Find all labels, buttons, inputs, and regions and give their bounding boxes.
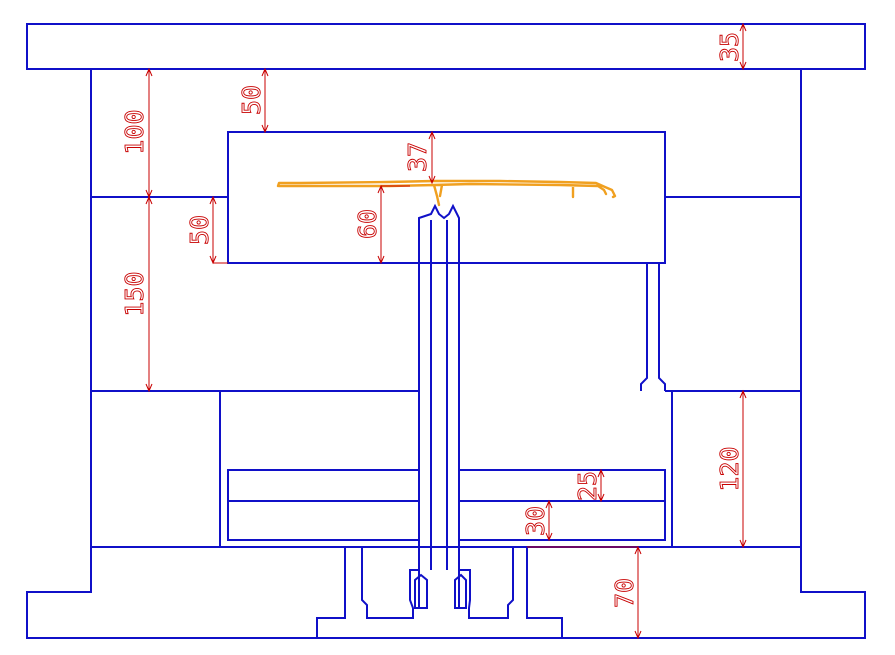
dim-arrow bbox=[428, 130, 436, 185]
sprue-bushing-outer bbox=[418, 203, 460, 608]
dim-label-insert-step: 50 bbox=[185, 215, 214, 245]
dim-label-upper-left: 100 bbox=[120, 109, 149, 154]
nozzle-seat-left bbox=[361, 547, 419, 619]
dim-arrow bbox=[261, 67, 269, 134]
dim-arrow bbox=[209, 195, 217, 265]
ejector-retainer-plate-right bbox=[458, 469, 666, 502]
dim-arrow bbox=[145, 195, 153, 393]
dimension-labels: 35 100 50 37 60 50 150 120 25 30 70 bbox=[120, 31, 745, 608]
molded-part bbox=[276, 179, 617, 207]
dim-label-ejector-upper: 25 bbox=[573, 471, 602, 501]
dim-arrow bbox=[597, 468, 605, 503]
dim-label-cavity-depth: 60 bbox=[353, 209, 382, 239]
dim-label-bottom-clamp: 70 bbox=[610, 578, 639, 608]
dim-label-top-wall: 37 bbox=[403, 142, 432, 172]
dim-label-middle-plate: 150 bbox=[120, 271, 149, 316]
dim-label-clearance: 50 bbox=[237, 85, 266, 115]
dim-arrow bbox=[739, 22, 747, 71]
ejector-plate-right bbox=[458, 500, 666, 541]
dimension-lines bbox=[145, 22, 747, 640]
return-pin bbox=[640, 263, 666, 391]
dim-label-top-clamp: 35 bbox=[715, 32, 744, 62]
ejector-retainer-plate-left bbox=[227, 469, 420, 502]
ejector-plate-left bbox=[227, 500, 420, 541]
dim-arrow bbox=[634, 545, 642, 640]
bottom-clamp-plate bbox=[26, 547, 866, 639]
dim-arrow bbox=[545, 499, 553, 542]
dim-label-ejector-lower: 30 bbox=[521, 506, 550, 536]
locating-ring bbox=[316, 547, 346, 638]
nozzle-seat-right bbox=[459, 547, 514, 619]
dim-arrow bbox=[739, 389, 747, 549]
dim-arrow bbox=[377, 184, 385, 265]
nozzle-tip bbox=[414, 573, 467, 609]
molded-part-profile bbox=[276, 179, 617, 207]
dim-label-support-block: 120 bbox=[715, 446, 744, 491]
mold-structure bbox=[26, 23, 866, 639]
locating-ring-right bbox=[526, 547, 563, 638]
